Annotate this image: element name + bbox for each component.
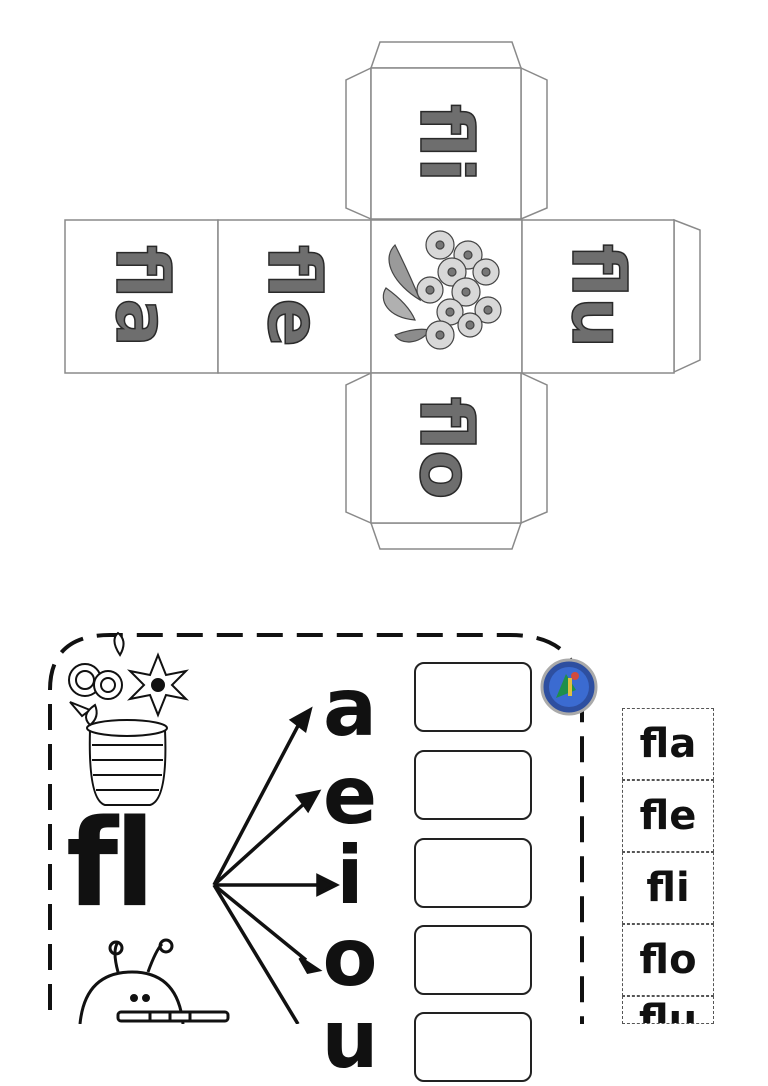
face-right-syllable: flu (556, 244, 640, 349)
face-bottom-syllable: flo (404, 397, 488, 500)
cutout-fla[interactable]: fla (622, 708, 714, 780)
answer-box-3[interactable] (414, 838, 532, 908)
bottom-cap-tab (369, 522, 523, 550)
bottom-right-tab (520, 371, 548, 525)
face-left (64, 219, 219, 374)
face-bottom (370, 372, 522, 524)
face-right (521, 219, 675, 374)
vowel-o: o (322, 911, 378, 1004)
cutout-fli[interactable]: fli (622, 852, 714, 924)
top-right-tab (520, 66, 548, 221)
cube-net: fli fla fle flu flo (64, 41, 701, 550)
cutout-flu[interactable]: flu (622, 996, 714, 1024)
vowel-e: e (322, 749, 378, 842)
face-left-center-syllable: fle (252, 245, 336, 347)
worksheet-graphics (48, 631, 598, 1024)
consonant-blend: fl (66, 795, 155, 934)
face-left-syllable: fla (100, 245, 184, 347)
face-top (370, 67, 522, 220)
top-left-tab (345, 66, 372, 221)
cutout-flo[interactable]: flo (622, 924, 714, 996)
answer-box-1[interactable] (414, 662, 532, 732)
face-left-center (217, 219, 372, 374)
vowel-i: i (336, 829, 364, 922)
top-cap-tab (369, 41, 523, 69)
flower-pot-icon (68, 631, 190, 806)
right-tab (673, 218, 701, 374)
flower-bouquet-icon (382, 230, 502, 350)
worksheet: fl a e i o u fla fle fli flo flu (0, 580, 768, 1082)
bug-with-flute-icon (78, 938, 230, 1024)
arrows (212, 706, 340, 1024)
cutout-fle[interactable]: fle (622, 780, 714, 852)
bottom-left-tab (345, 371, 372, 525)
answer-box-2[interactable] (414, 750, 532, 820)
round-logo-icon (540, 658, 598, 716)
vowel-u: u (321, 993, 379, 1086)
face-top-syllable: fli (404, 104, 488, 182)
answer-box-5[interactable] (414, 1012, 532, 1082)
vowel-a: a (323, 661, 377, 754)
answer-box-4[interactable] (414, 925, 532, 995)
